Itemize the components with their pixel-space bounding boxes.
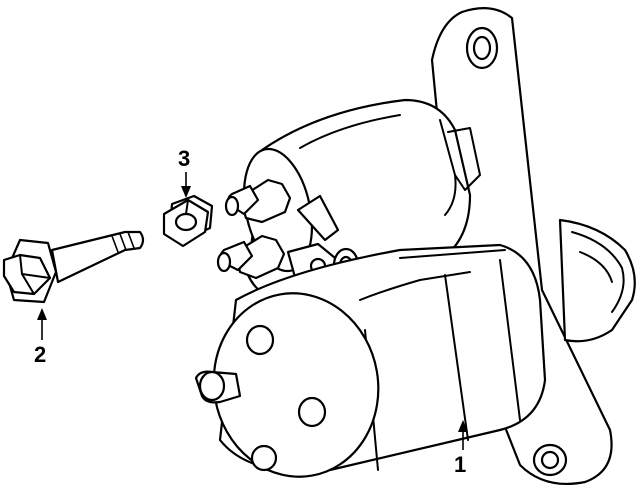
callout-2-arrow: [37, 308, 47, 320]
terminal-stud-upper: [224, 178, 292, 224]
motor-end-cap: [212, 292, 380, 478]
callout-1-arrow: [458, 420, 468, 432]
drive-housing-nose: [558, 218, 636, 343]
terminal-stud-lower: [216, 234, 286, 280]
mounting-flange: [430, 7, 613, 486]
callout-2-label: 2: [34, 342, 46, 367]
callout-3: 3: [178, 146, 191, 198]
nut: [162, 194, 214, 248]
callout-2: 2: [34, 308, 47, 367]
bolt: [2, 230, 145, 304]
callout-3-arrow: [181, 186, 191, 198]
end-cap-stud: [194, 370, 242, 404]
callout-1-label: 1: [454, 452, 466, 477]
callout-1: 1: [454, 420, 468, 477]
callout-3-label: 3: [178, 146, 190, 171]
